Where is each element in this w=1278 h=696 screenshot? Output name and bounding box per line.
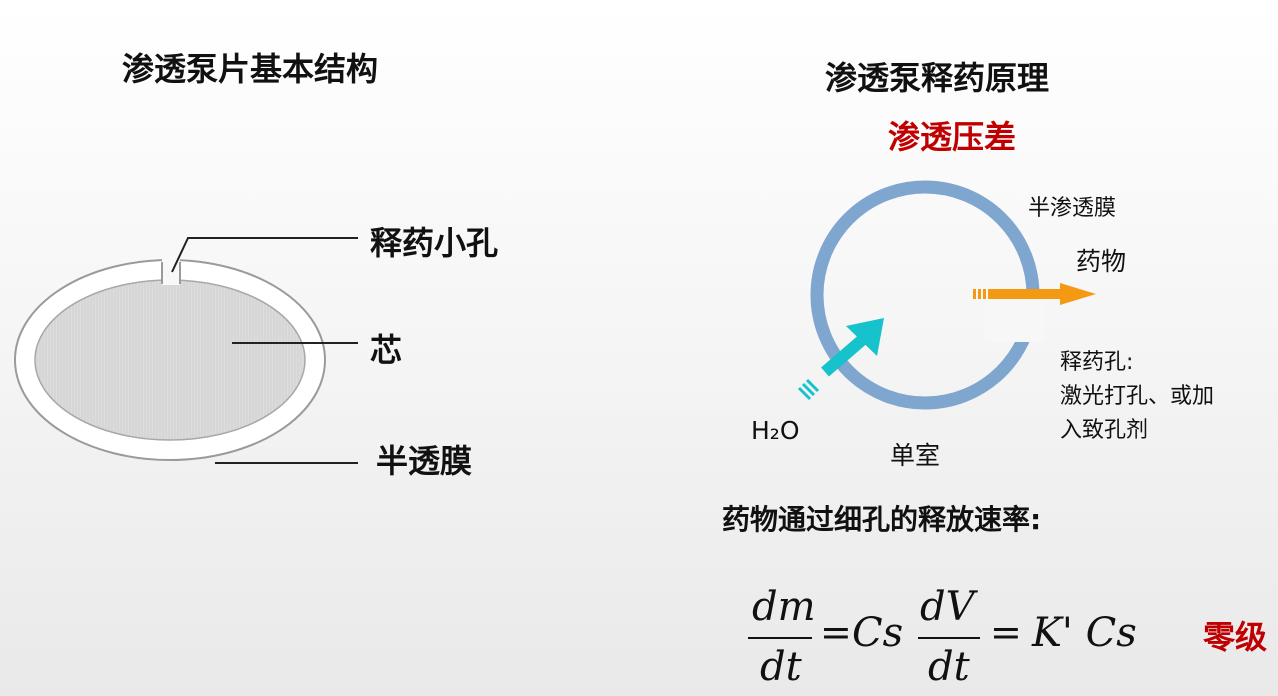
formula-denominator-dt-2: dt	[928, 644, 970, 690]
label-drug: 药物	[1076, 247, 1127, 276]
label-single-chamber: 单室	[890, 441, 941, 470]
osmotic-pressure-difference-label: 渗透压差	[888, 118, 1017, 156]
formula-cs: Cs	[852, 610, 904, 656]
label-release-pore-line2: 入致孔剂	[1060, 418, 1149, 443]
label-release-pore-line1: 激光打孔、或加	[1060, 384, 1215, 409]
principle-title: 渗透泵释药原理	[825, 59, 1050, 97]
formula-equals-1: =	[820, 610, 852, 654]
release-rate-heading: 药物通过细孔的释放速率:	[722, 503, 1042, 536]
formula-denominator-dt-1: dt	[760, 644, 802, 690]
water-inflow-arrow	[797, 318, 884, 401]
tablet-illustration	[14, 237, 358, 464]
zero-order-label: 零级	[1203, 618, 1268, 656]
label-semi-osmotic-membrane: 半渗透膜	[1028, 196, 1117, 221]
label-core: 芯	[370, 331, 403, 369]
formula-numerator-dv: dV	[920, 584, 975, 630]
label-semipermeable-membrane: 半透膜	[376, 442, 473, 480]
formula-numerator-dm: dm	[752, 584, 816, 630]
osmotic-pump-schematic	[748, 180, 1096, 639]
label-release-pore-title: 释药孔:	[1060, 350, 1134, 375]
label-water: H₂O	[751, 416, 800, 445]
leader-line-orifice	[171, 237, 358, 273]
formula-rhs: K' Cs	[1032, 610, 1137, 656]
formula-equals-2: =	[990, 610, 1022, 654]
drug-outflow-arrow	[973, 283, 1096, 305]
label-release-orifice: 释药小孔	[370, 224, 499, 262]
structure-title: 渗透泵片基本结构	[122, 50, 379, 88]
tablet-core	[34, 279, 306, 441]
